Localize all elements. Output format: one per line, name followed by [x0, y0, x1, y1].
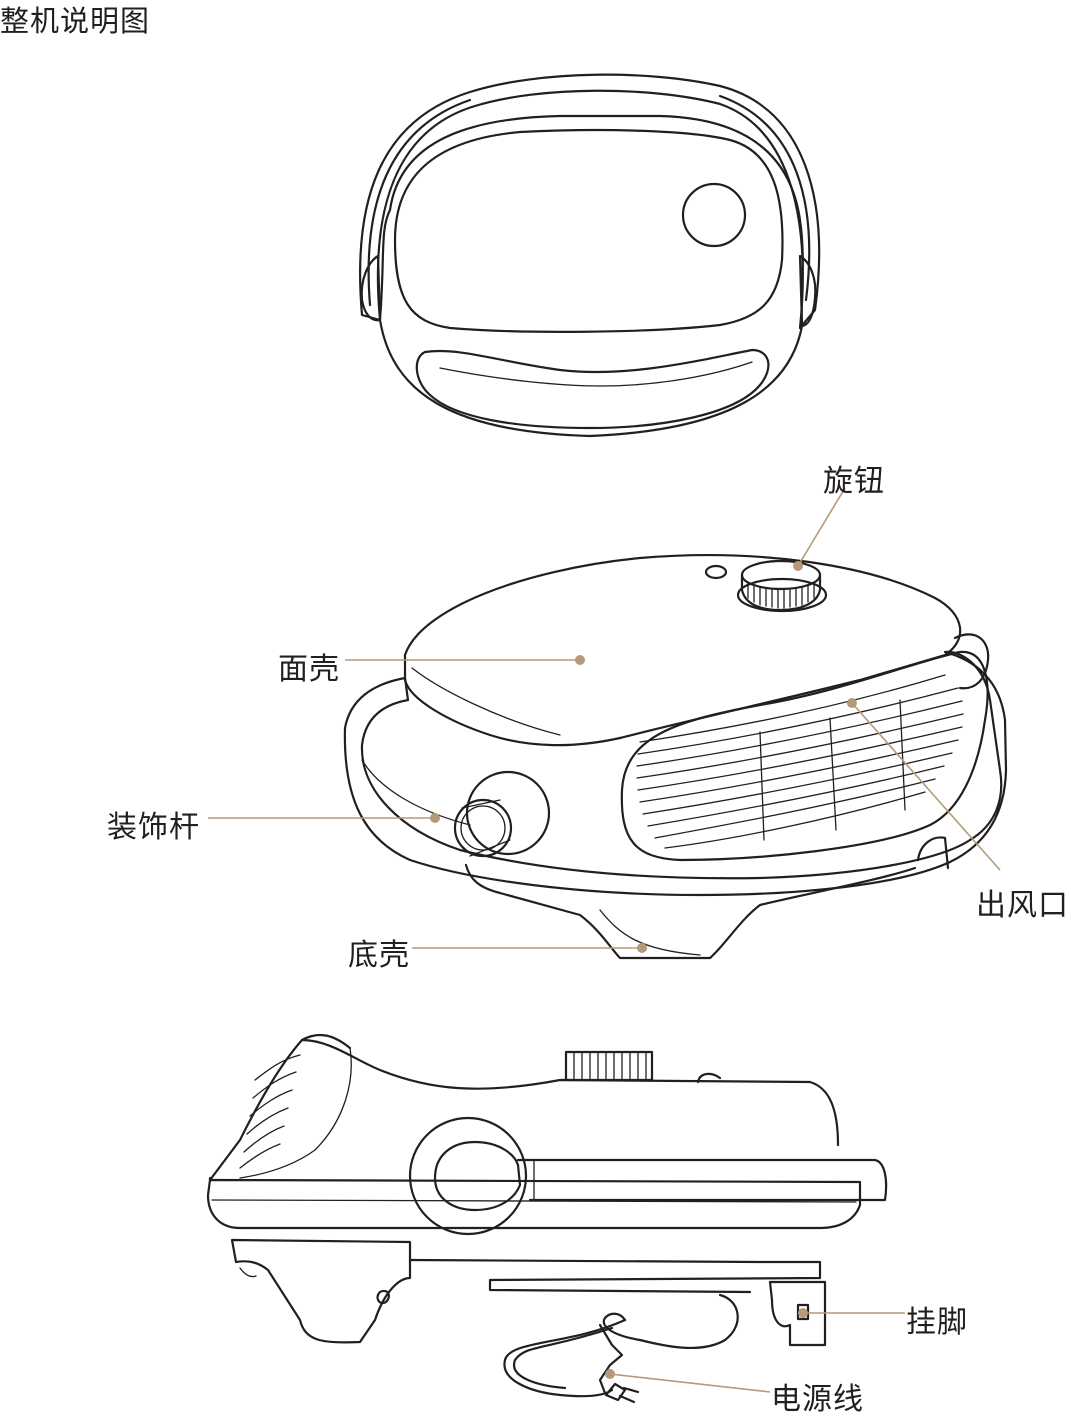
side-view-drawing [206, 1033, 888, 1404]
leader-knob [793, 487, 846, 571]
leader-air-outlet [847, 698, 1001, 871]
leader-hanging-foot [798, 1308, 905, 1318]
perspective-view-drawing [343, 554, 1008, 960]
leader-bottom-shell [412, 943, 647, 953]
label-knob: 旋钮 [823, 464, 885, 499]
label-hanging-foot: 挂脚 [906, 1305, 968, 1340]
label-bottom-shell: 底壳 [348, 938, 410, 973]
leader-decor-rod [208, 813, 440, 823]
page-title: 整机说明图 [0, 4, 151, 38]
leader-power-cord [605, 1369, 771, 1393]
label-decor-rod: 装饰杆 [107, 810, 200, 845]
label-air-outlet: 出风口 [976, 888, 1069, 923]
leader-face-shell [345, 655, 585, 665]
label-power-cord: 电源线 [771, 1382, 864, 1417]
label-face-shell: 面壳 [278, 652, 340, 687]
top-view-drawing [359, 73, 821, 438]
